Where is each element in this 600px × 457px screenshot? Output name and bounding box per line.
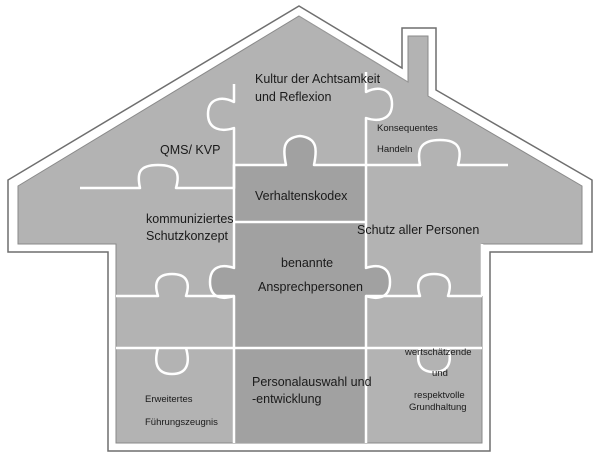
label-schutzkonzept-line2: Schutzkonzept xyxy=(146,229,228,243)
center-piece-verhaltenskodex xyxy=(234,136,366,222)
center-piece-ansprechpersonen xyxy=(210,222,390,348)
label-kultur-line2: und Reflexion xyxy=(255,90,332,104)
label-kultur-line1: Kultur der Achtsamkeit xyxy=(255,72,381,86)
label-fuehrung-line1: Erweitertes xyxy=(145,394,193,405)
roof-edge-line xyxy=(298,15,409,83)
center-piece-personal xyxy=(234,348,366,443)
label-wertschaetzend-line3: respektvolle xyxy=(414,390,465,401)
label-wertschaetzend-line4: Grundhaltung xyxy=(409,402,467,413)
label-schutz-personen: Schutz aller Personen xyxy=(357,223,480,237)
label-personal-line1: Personalauswahl und xyxy=(252,375,372,389)
label-wertschaetzend-line1: wertschätzende xyxy=(405,347,472,358)
label-personal-line2: -entwicklung xyxy=(252,392,322,406)
label-schutzkonzept-line1: kommuniziertes xyxy=(146,212,234,226)
label-qms: QMS/ KVP xyxy=(160,143,221,157)
label-konsequent-line2: Handeln xyxy=(377,144,413,155)
label-konsequent-line1: Konsequentes xyxy=(377,123,438,134)
label-ansprech-line1: benannte xyxy=(281,256,334,270)
label-wertschaetzend-line2: und xyxy=(432,368,448,379)
label-fuehrung-line2: Führungszeugnis xyxy=(145,417,218,428)
label-ansprech-line2: Ansprechpersonen xyxy=(258,280,363,294)
puzzle-seams xyxy=(80,72,508,443)
label-verhaltenskodex: Verhaltenskodex xyxy=(255,189,348,203)
